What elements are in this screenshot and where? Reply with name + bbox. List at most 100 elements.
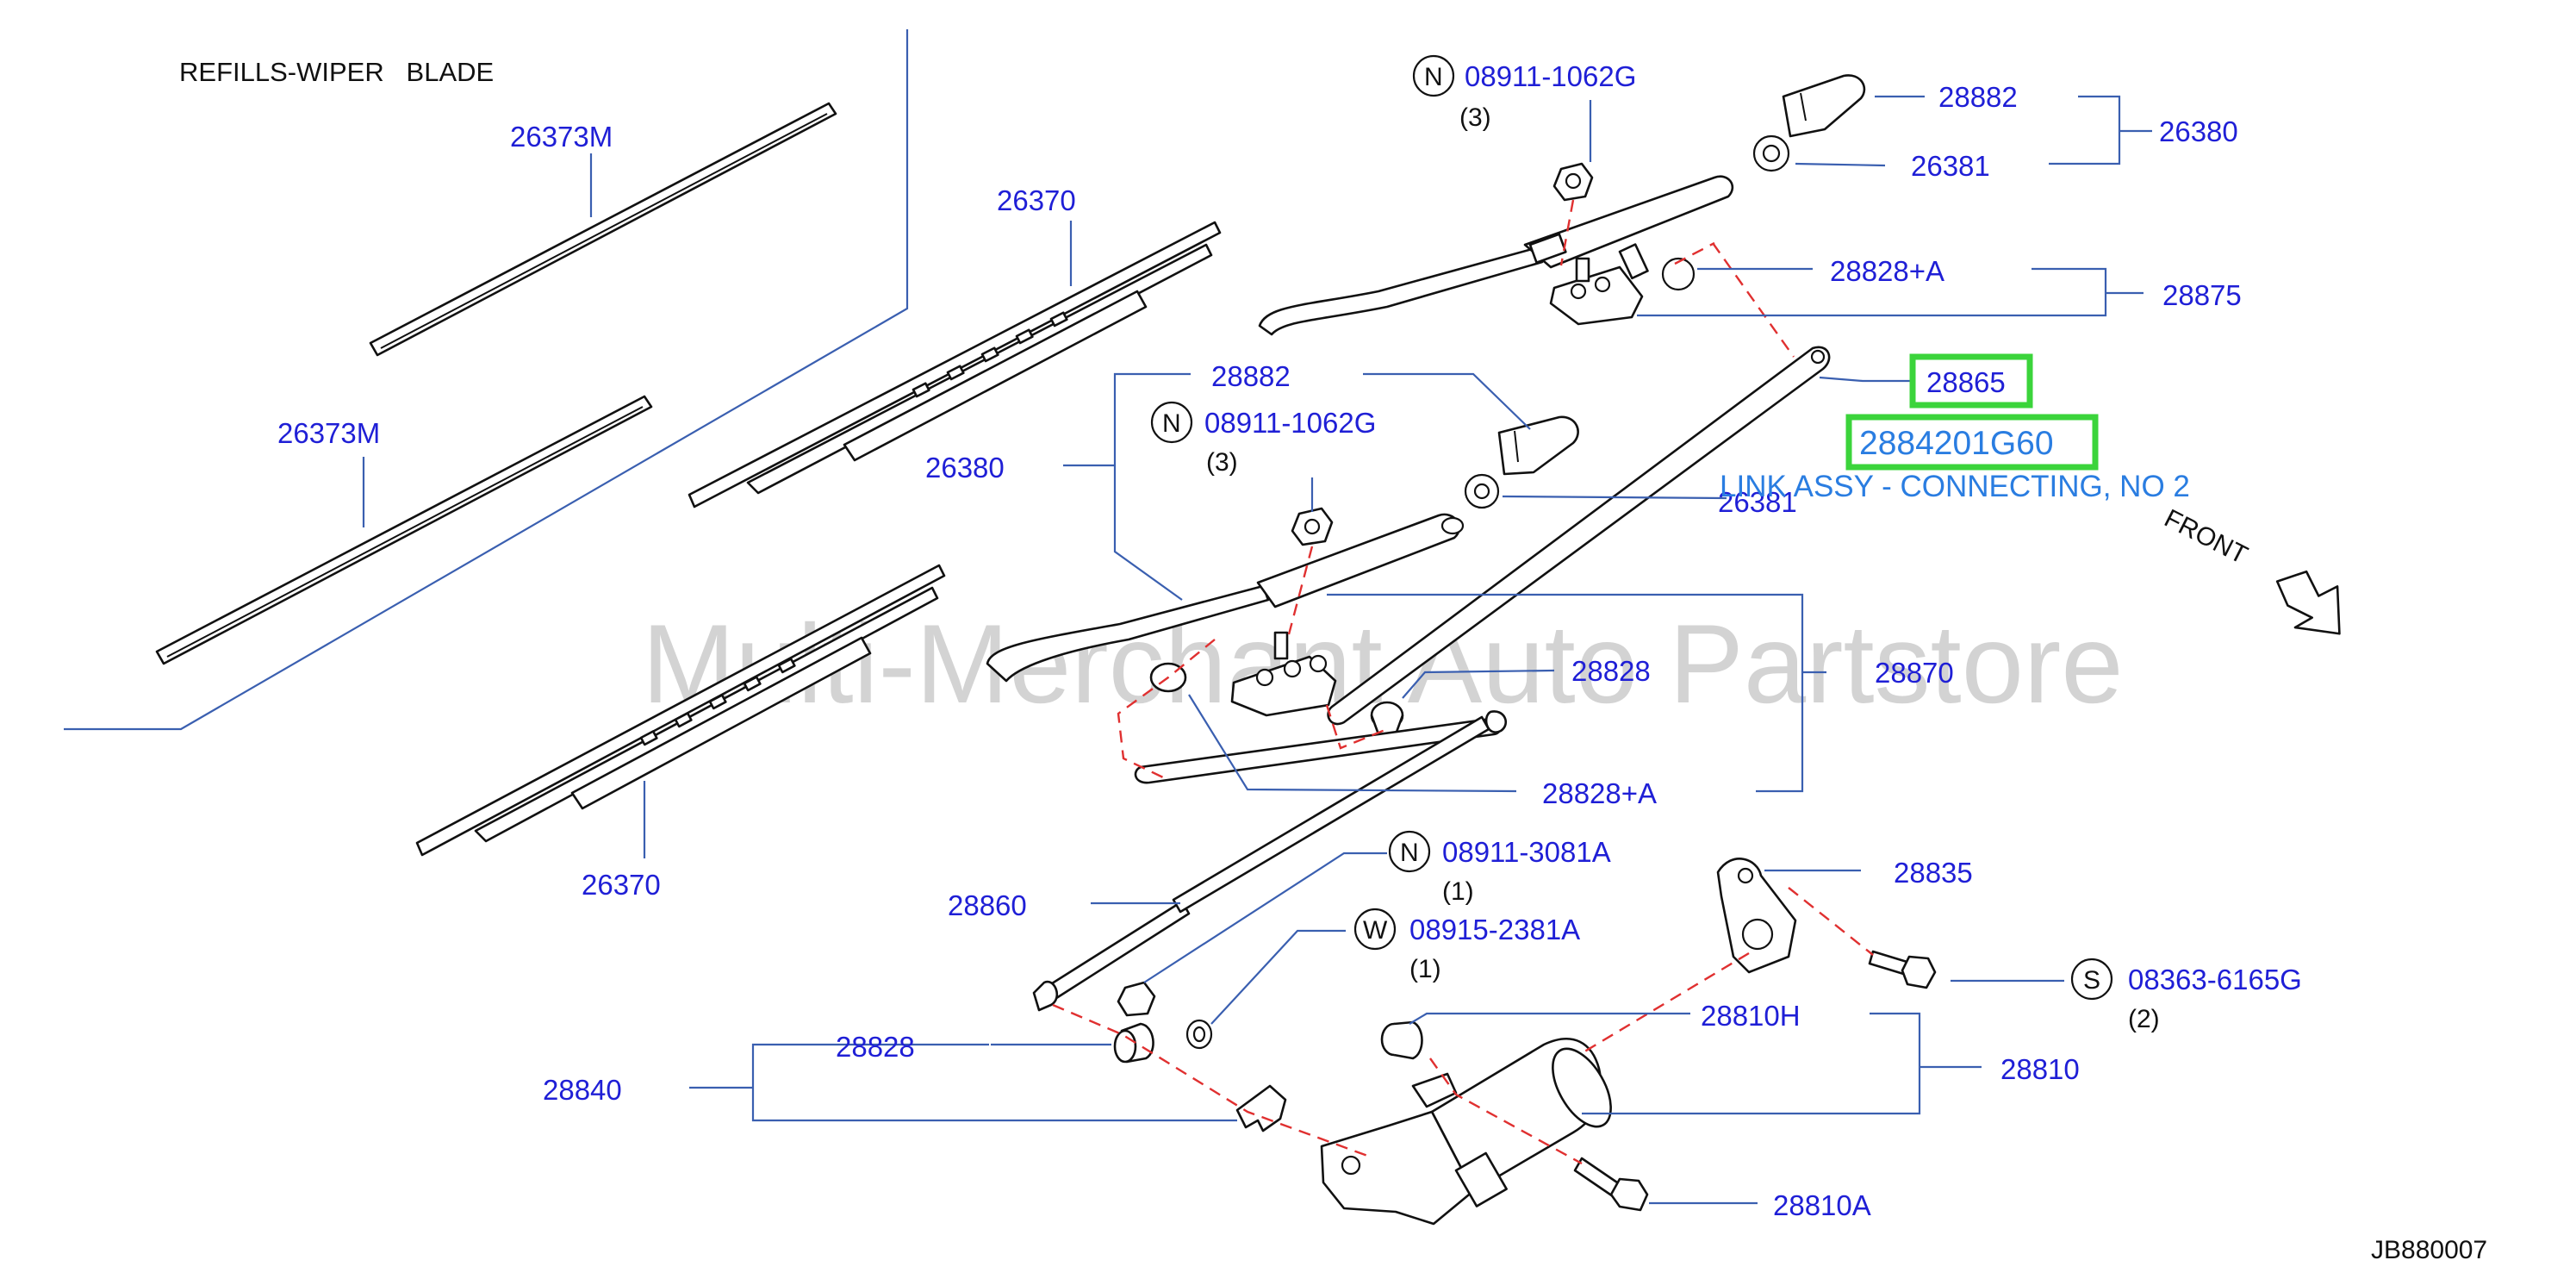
hardware-prefix: W: [1363, 916, 1388, 945]
label-26370-top: 26370: [997, 184, 1076, 216]
wiper-refill-middle: [155, 395, 653, 665]
nut-08911-3081a: [1117, 981, 1156, 1017]
hardware-number: 08911-1062G: [1204, 407, 1376, 439]
bolt-08363-6165g: [1868, 950, 1937, 989]
leader-26381-top: [1795, 162, 1886, 167]
label-28810: 28810: [2000, 1053, 2080, 1085]
label-26380-mid: 26380: [925, 452, 1005, 484]
hardware-callout-3: N 08911-3081A (1): [1388, 830, 1611, 906]
hardware-number: 08911-3081A: [1442, 836, 1611, 868]
leader-08915-2381a: [1210, 929, 1346, 1025]
leader-28865: [1819, 376, 1914, 383]
label-28882-top: 28882: [1938, 81, 2018, 113]
label-28875: 28875: [2162, 279, 2242, 311]
dash-upper-cap: [1674, 241, 1715, 265]
nut-middle-1: [1291, 507, 1334, 546]
dash-middle-nut: [1287, 546, 1314, 635]
hardware-prefix: S: [2083, 966, 2100, 995]
dash-middle-right: [1325, 704, 1388, 750]
label-28870: 28870: [1875, 657, 1954, 689]
hardware-qty: (1): [1409, 955, 1441, 983]
hardware-callout-5: S 08363-6165G (2): [2070, 958, 2302, 1033]
wiper-arm-upper: [1258, 175, 1734, 336]
hardware-callout-1: N 08911-1062G (3): [1412, 54, 1636, 132]
label-26381-mid: 26381: [1718, 486, 1797, 518]
hardware-qty: (3): [1459, 103, 1491, 132]
diagram-code: JB880007: [2371, 1236, 2487, 1264]
nut-upper-1: [1552, 162, 1594, 202]
hardware-number: 08911-1062G: [1465, 60, 1636, 92]
front-label: FRONT: [2160, 504, 2252, 570]
motor-bracket-28835: [1716, 858, 1797, 974]
label-28828-low: 28828: [836, 1031, 915, 1063]
label-28828-mid: 28828: [1571, 655, 1651, 687]
link-28860: [1032, 715, 1490, 1012]
nut-26381-upper: [1752, 134, 1790, 172]
dash-bracket-bolt: [1788, 887, 1874, 956]
leader-28810h: [1409, 1012, 1690, 1025]
pivot-middle: [1230, 631, 1337, 717]
hardware-prefix: N: [1424, 63, 1443, 91]
hardware-callout-4: W 08915-2381A (1): [1353, 908, 1580, 983]
nut-26381-middle: [1464, 473, 1500, 509]
label-28828a-mid: 28828+A: [1542, 777, 1657, 809]
label-28840: 28840: [543, 1074, 622, 1106]
diagram-title: REFILLS-WIPER BLADE: [179, 57, 494, 87]
label-28828a-top: 28828+A: [1830, 255, 1944, 287]
bushing-28828-middle-right: [1370, 701, 1404, 736]
dash-motor-bolt: [1429, 1058, 1583, 1165]
grommet-28810h: [1380, 1020, 1423, 1060]
highlight-box-part-number: [1845, 414, 2099, 471]
hardware-number: 08915-2381A: [1409, 914, 1580, 945]
hardware-qty: (2): [2128, 1005, 2160, 1033]
bracket-26380-mid: [1113, 372, 1191, 601]
label-28810h: 28810H: [1701, 1000, 1801, 1032]
cap-28882-upper: [1782, 74, 1866, 138]
hardware-qty: (3): [1206, 448, 1238, 477]
highlight-part-number[interactable]: 2884201G60: [1859, 425, 2054, 462]
label-26381-top: 26381: [1911, 150, 1990, 182]
bolt-28810a: [1573, 1157, 1649, 1212]
highlight-box-28865: [1909, 353, 2033, 409]
wiper-refill-top: [369, 102, 837, 357]
dash-middle-left: [1117, 639, 1216, 779]
leader-28882-mid: [1363, 372, 1531, 430]
wiper-blade-bottom: [415, 564, 946, 857]
highlight-description: LINK ASSY - CONNECTING, NO 2: [1720, 470, 2190, 503]
hardware-number: 08363-6165G: [2128, 964, 2302, 995]
bracket-28840: [751, 1043, 1237, 1122]
label-26380-top: 26380: [2159, 115, 2238, 147]
bracket-26380-top: [2049, 95, 2121, 165]
link-lower-short: [1134, 710, 1507, 784]
cap-28882-middle: [1497, 415, 1579, 476]
link-28865: [1327, 346, 1831, 726]
leader-26381-mid: [1502, 495, 1727, 500]
hardware-qty: (1): [1442, 877, 1474, 906]
label-28882-mid: 28882: [1211, 360, 1291, 392]
label-28810a: 28810A: [1773, 1189, 1871, 1221]
washer-08915-2381a: [1185, 1019, 1213, 1050]
refill-group-boundary: [64, 29, 909, 731]
hardware-callout-2: N 08911-1062G (3): [1150, 401, 1376, 477]
wiper-motor-28810: [1320, 1038, 1612, 1226]
leader-28828a-mid: [1188, 694, 1517, 793]
hardware-prefix: N: [1162, 409, 1181, 438]
bracket-28870: [1327, 593, 1804, 793]
label-26373m-mid: 26373M: [277, 417, 380, 449]
bracket-28810: [1582, 1012, 1921, 1115]
pivot-upper: [1549, 243, 1696, 326]
highlight-part-label[interactable]: 28865: [1926, 366, 2006, 398]
leader-08911-3081a: [1143, 852, 1387, 983]
label-28860: 28860: [948, 889, 1027, 921]
dash-upper-nut: [1559, 199, 1575, 266]
leader-28828-mid: [1402, 669, 1555, 699]
dash-lower-1: [1052, 1003, 1371, 1158]
hardware-prefix: N: [1400, 839, 1419, 867]
dash-upper-link: [1712, 242, 1795, 358]
label-26370-bot: 26370: [582, 869, 661, 901]
label-28835: 28835: [1894, 857, 1973, 889]
dash-motor-bracket: [1581, 951, 1750, 1055]
front-arrow-icon: [2275, 570, 2341, 635]
bracket-28840: [1235, 1084, 1287, 1132]
